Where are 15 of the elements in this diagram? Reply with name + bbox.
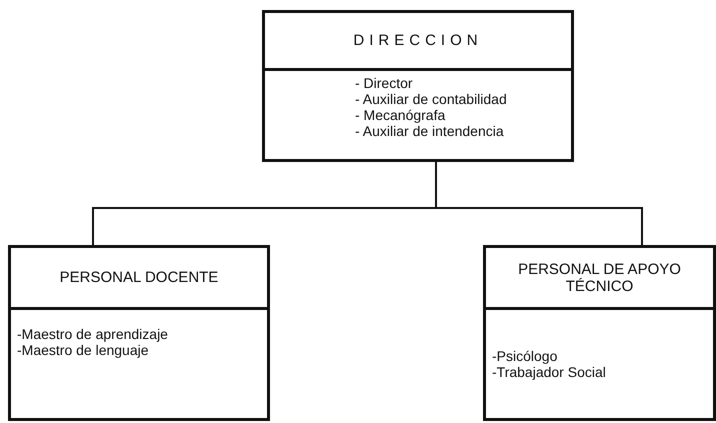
org-box (262, 10, 574, 162)
list-item: - Director (355, 75, 414, 91)
list-item: -Trabajador Social (492, 364, 607, 380)
list-item: - Auxiliar de intendencia (355, 123, 505, 139)
box-heading: DIRECCION (353, 32, 483, 49)
org-box (483, 245, 716, 421)
list-item: - Auxiliar de contabilidad (355, 91, 508, 107)
box-heading: PERSONAL DOCENTE (60, 269, 218, 286)
list-item: - Mecanógrafa (355, 107, 446, 123)
list-item: -Maestro de lenguaje (17, 342, 150, 358)
list-item: -Maestro de aprendizaje (17, 326, 169, 342)
list-item: -Psicólogo (492, 348, 558, 364)
connector-line (435, 162, 643, 245)
box-heading: PERSONAL DE APOYO TÉCNICO (517, 260, 682, 294)
org-box (8, 245, 270, 421)
